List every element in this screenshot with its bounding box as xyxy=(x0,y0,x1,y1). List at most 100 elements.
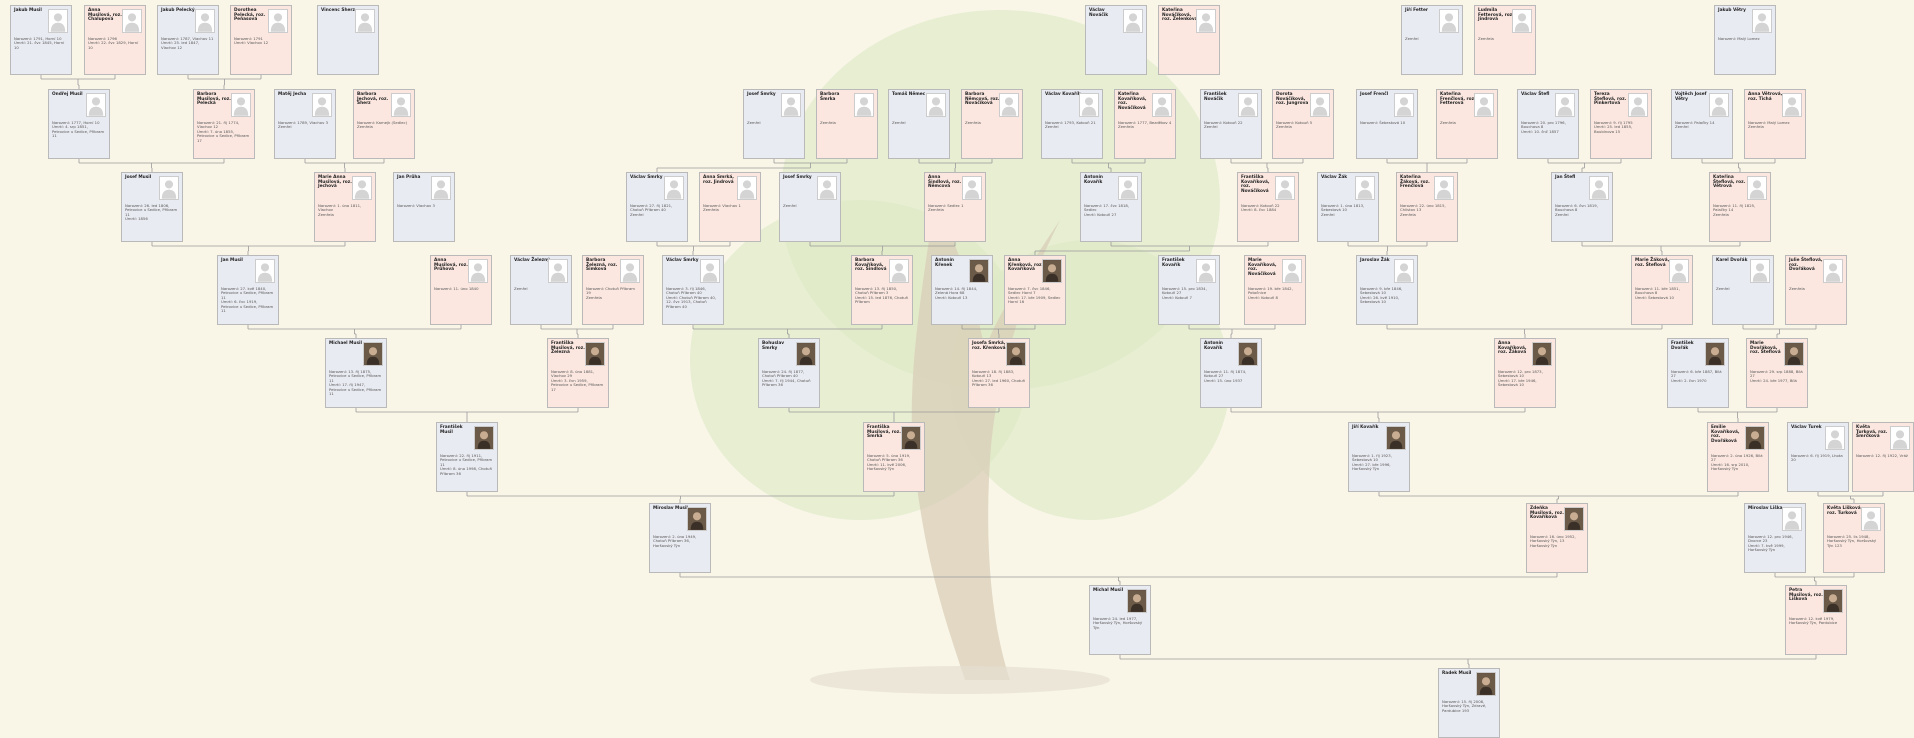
person-name: Vojtěch Josef Větry xyxy=(1675,93,1711,102)
person-name: Jan Průha xyxy=(397,176,433,181)
person-silhouette-icon xyxy=(818,177,836,199)
person-details: Narození: 1777, Horní 10 Úmrtí: 4. srp 1… xyxy=(52,121,106,139)
person-silhouette-icon xyxy=(1751,260,1769,282)
person-card-vaclav-novacik[interactable]: Václav Nováčik xyxy=(1085,5,1147,75)
person-details: Narození: 15. říj 2008, Horšovský Týn, Z… xyxy=(1442,700,1496,713)
person-silhouette-icon xyxy=(313,94,331,116)
person-card-katerina-novacikova[interactable]: Kateřina Nováčíková, roz. Zelenková xyxy=(1158,5,1220,75)
person-photo xyxy=(48,9,68,33)
person-photo xyxy=(1434,176,1454,200)
person-photo-icon xyxy=(1533,343,1551,365)
person-photo xyxy=(585,342,605,366)
person-details: Zemřel xyxy=(1405,37,1459,41)
person-name: Anna Smrká, roz. Jindrová xyxy=(703,176,739,185)
person-name: Marie Dvořáková, roz. Šteflová xyxy=(1750,342,1786,356)
person-name: Barbora Kovaříková, roz. Šindlová xyxy=(855,259,891,273)
person-silhouette-icon xyxy=(356,10,374,32)
person-details: Narození: 17. čvc 1818, Sedlec Úmrtí: Ko… xyxy=(1084,204,1138,217)
person-details: Narození: 1787, Vlachov 11 Úmrtí: 25. le… xyxy=(161,37,215,50)
person-silhouette-icon xyxy=(738,177,756,199)
person-silhouette-icon xyxy=(1556,94,1574,116)
person-name: Antonín Křenek xyxy=(935,259,971,268)
person-name: Josef Musil xyxy=(125,176,161,181)
person-photo-icon xyxy=(970,260,988,282)
person-card-vincenc-sherz[interactable]: Vincenc Sherz xyxy=(317,5,379,75)
person-silhouette-icon xyxy=(1119,177,1137,199)
